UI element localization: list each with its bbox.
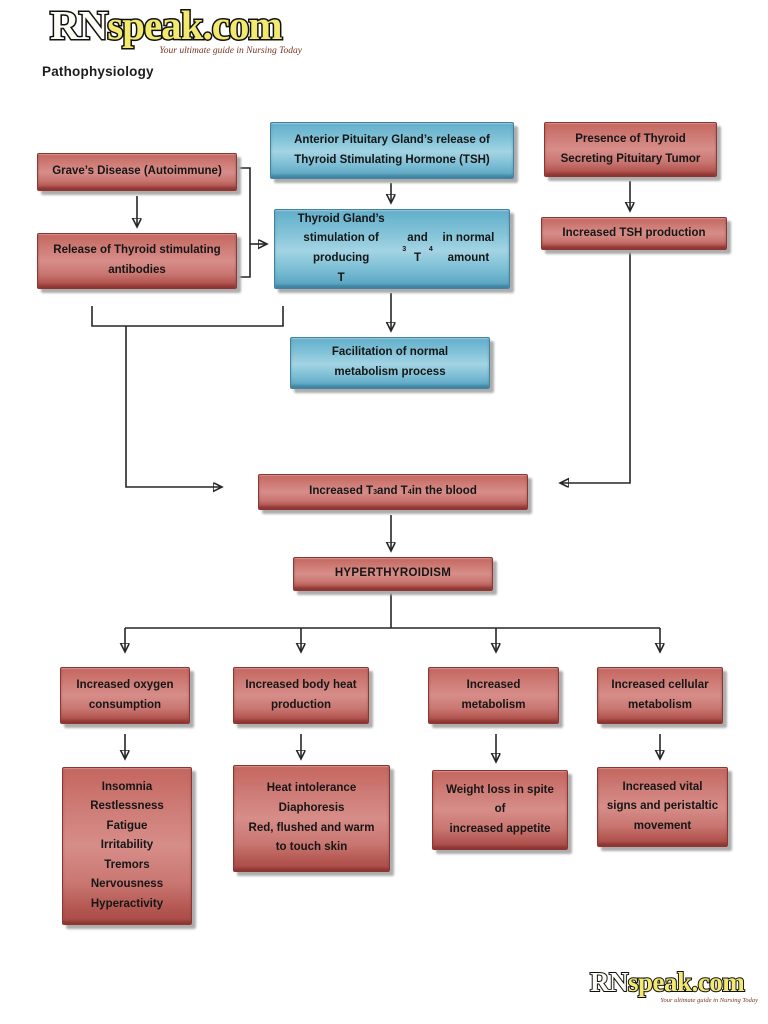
brand-speak-text: speak.com xyxy=(627,967,746,997)
brand-rn-text: RN xyxy=(48,2,109,48)
node-increased-tsh: Increased TSH production xyxy=(541,217,727,250)
rnspeak-wordmark: RNspeak.com xyxy=(48,3,302,47)
brand-tagline: Your ultimate guide in Nursing Today xyxy=(159,45,302,56)
arrow-left-to-increased-t3t4 xyxy=(125,326,221,487)
brand-rn-text: RN xyxy=(589,967,630,997)
bracket-left-column xyxy=(237,167,251,278)
node-graves-disease: Grave’s Disease (Autoimmune) xyxy=(37,153,237,191)
brand-speak-text: speak.com xyxy=(106,2,284,48)
rnspeak-logo-bottom: RNspeak.com Your ultimate guide in Nursi… xyxy=(589,967,758,1004)
rnspeak-wordmark: RNspeak.com xyxy=(589,967,758,997)
brand-tagline: Your ultimate guide in Nursing Today xyxy=(660,996,758,1004)
bracket-merge-left xyxy=(91,306,284,327)
arrow-tsh-to-increased-t3t4 xyxy=(561,251,631,483)
node-hyperthyroidism: HYPERTHYROIDISM xyxy=(293,557,493,591)
page-title: Pathophysiology xyxy=(42,64,154,79)
rnspeak-logo-top: RNspeak.com Your ultimate guide in Nursi… xyxy=(48,3,302,56)
